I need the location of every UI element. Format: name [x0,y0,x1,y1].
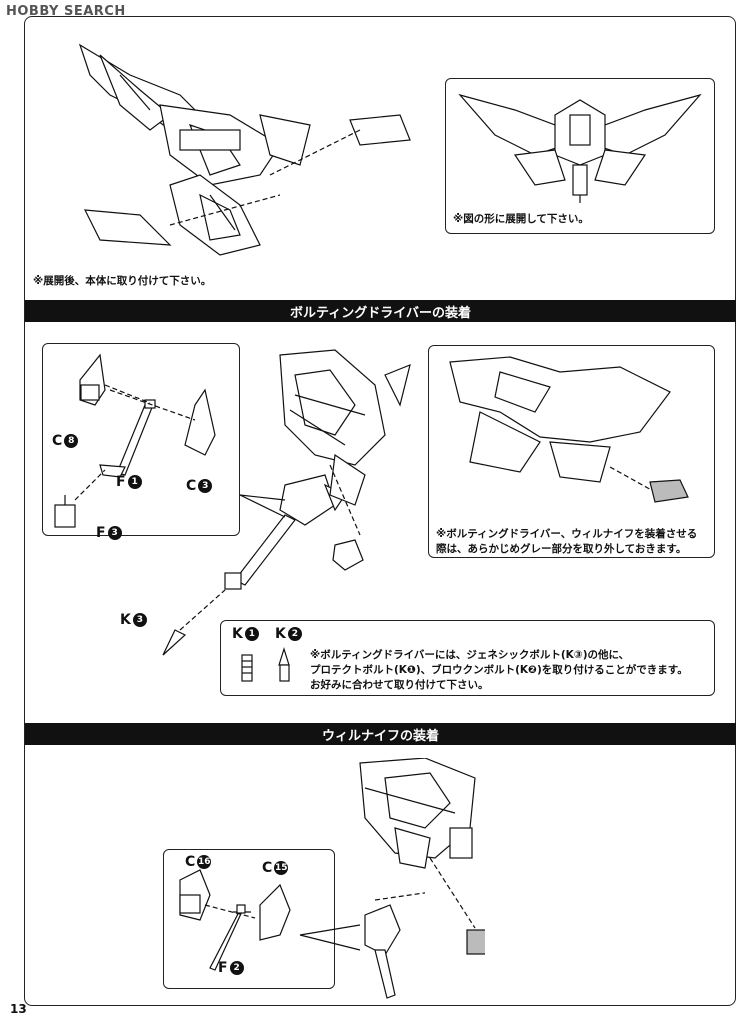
robot-arm-illustration [279,349,411,571]
bolt-note-line2: プロテクトボルト(K❶)、ブロウクンボルト(K❷)を取り付けることができます。 [310,664,688,676]
attach-after-unfold-note: ※展開後、本体に取り付けて下さい。 [33,275,212,287]
page-number: 13 [10,1002,27,1016]
watermark: HOBBY SEARCH [6,4,126,19]
bolt-note-line1: ※ボルティングドライバーには、ジェネシックボルト(K③)の他に、 [310,649,630,661]
unfolded-wings-illustration [458,93,702,203]
wing-unfold-illustration [78,43,411,256]
section-title-bolting-driver: ボルティングドライバーの装着 [25,300,736,322]
unfold-inset-note: ※図の形に展開して下さい。 [453,213,589,225]
section-title-will-knife: ウィルナイフの装着 [25,723,736,745]
will-knife-parts-box [163,849,335,989]
robot-hand-illustration [359,758,485,955]
bolt-note-line3: お好みに合わせて取り付けて下さい。 [310,679,489,691]
remove-gray-note-line2: 際は、あらかじめグレー部分を取り外しておきます。 [436,543,687,555]
remove-gray-part-illustration [449,356,689,503]
will-knife-parts-illustration [179,869,425,999]
bolting-driver-parts-illustration [54,353,346,656]
bolt-k1-k2-illustration [241,646,290,682]
page-frame [24,16,736,1006]
bolt-options-box [220,620,715,696]
remove-gray-note-line1: ※ボルティングドライバー、ウィルナイフを装着させる [436,528,698,540]
